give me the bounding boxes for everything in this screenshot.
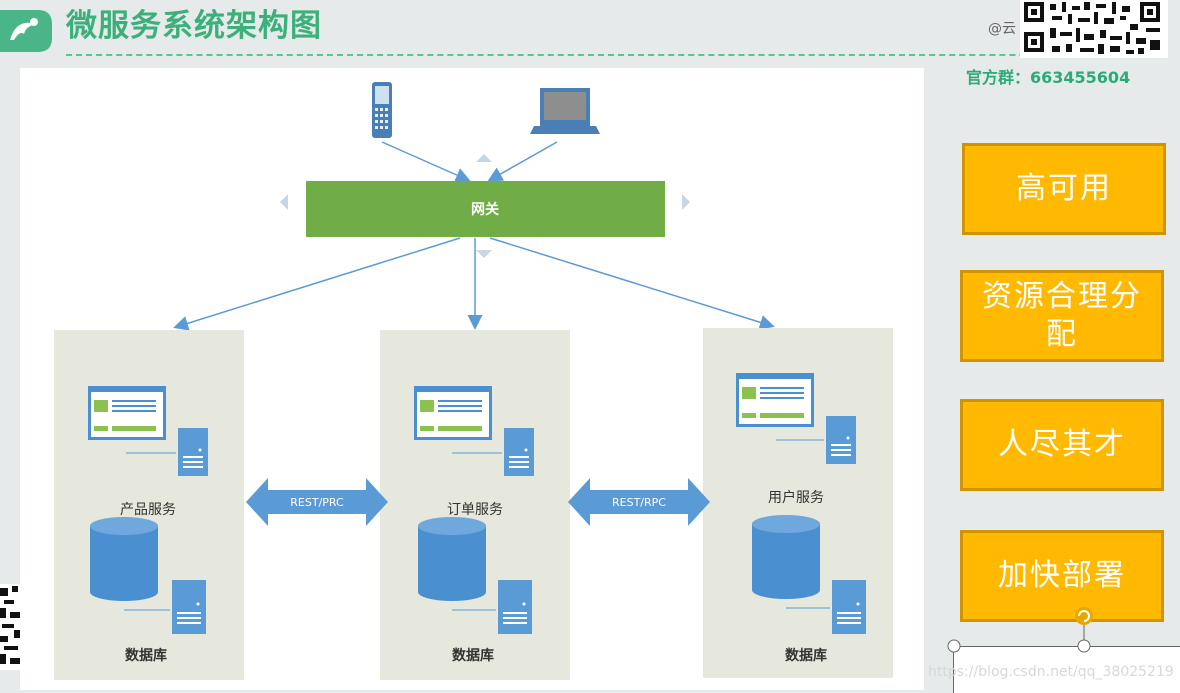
database-icon xyxy=(752,515,820,599)
client-arrow xyxy=(381,141,471,183)
selection-frame[interactable] xyxy=(953,646,1180,693)
left-triangle-icon xyxy=(280,194,288,210)
service-name: 产品服务 xyxy=(120,502,176,518)
link-label: REST/RPC xyxy=(612,496,666,509)
web-app-icon xyxy=(736,373,814,427)
server-icon xyxy=(504,428,534,476)
page-title: 微服务系统架构图 xyxy=(66,8,322,44)
database-icon xyxy=(90,517,158,601)
database-icon xyxy=(418,517,486,601)
database-label: 数据库 xyxy=(785,647,827,664)
double-arrow xyxy=(246,478,388,526)
server-icon xyxy=(178,428,208,476)
logo xyxy=(0,0,60,62)
up-triangle-icon xyxy=(476,154,492,162)
service-name: 用户服务 xyxy=(768,489,824,506)
server-icon xyxy=(498,580,532,634)
gateway-arrow xyxy=(173,237,461,331)
double-arrow xyxy=(568,478,710,526)
database-label: 数据库 xyxy=(125,647,167,664)
gateway-label: 网关 xyxy=(471,201,499,218)
server-icon xyxy=(832,580,866,634)
laptop-icon xyxy=(530,88,600,134)
architecture-diagram: 网关 产品服务 数据库 xyxy=(54,82,893,680)
gateway-arrow xyxy=(489,237,775,330)
resize-handle[interactable] xyxy=(1077,639,1091,653)
server-icon xyxy=(826,416,856,464)
client-arrow xyxy=(487,141,558,182)
down-triangle-icon xyxy=(476,250,492,258)
web-app-icon xyxy=(414,386,492,440)
benefit-box: 加快部署 xyxy=(960,530,1164,622)
qr-code-image xyxy=(0,584,22,670)
selection-handles[interactable] xyxy=(940,600,1100,660)
server-icon xyxy=(172,580,206,634)
rotate-handle-icon[interactable] xyxy=(1075,607,1093,625)
resize-handle[interactable] xyxy=(947,639,961,653)
service-name: 订单服务 xyxy=(447,502,503,518)
mobile-phone-icon xyxy=(372,82,392,138)
group-number: 官方群：663455604 xyxy=(966,68,1131,87)
link-label: REST/PRC xyxy=(290,496,344,509)
database-label: 数据库 xyxy=(452,647,494,664)
benefit-box: 人尽其才 xyxy=(960,399,1164,491)
gateway-box xyxy=(306,181,665,237)
benefit-box: 高可用 xyxy=(962,143,1166,235)
right-triangle-icon xyxy=(682,194,690,210)
watermark-text: @云 xyxy=(988,21,1016,37)
web-app-icon xyxy=(88,386,166,440)
source-watermark: https://blog.csdn.net/qq_38025219 xyxy=(928,664,1174,680)
qr-code-image xyxy=(1020,0,1168,58)
benefit-box: 资源合理分配 xyxy=(960,270,1164,362)
header-divider xyxy=(66,54,1166,56)
